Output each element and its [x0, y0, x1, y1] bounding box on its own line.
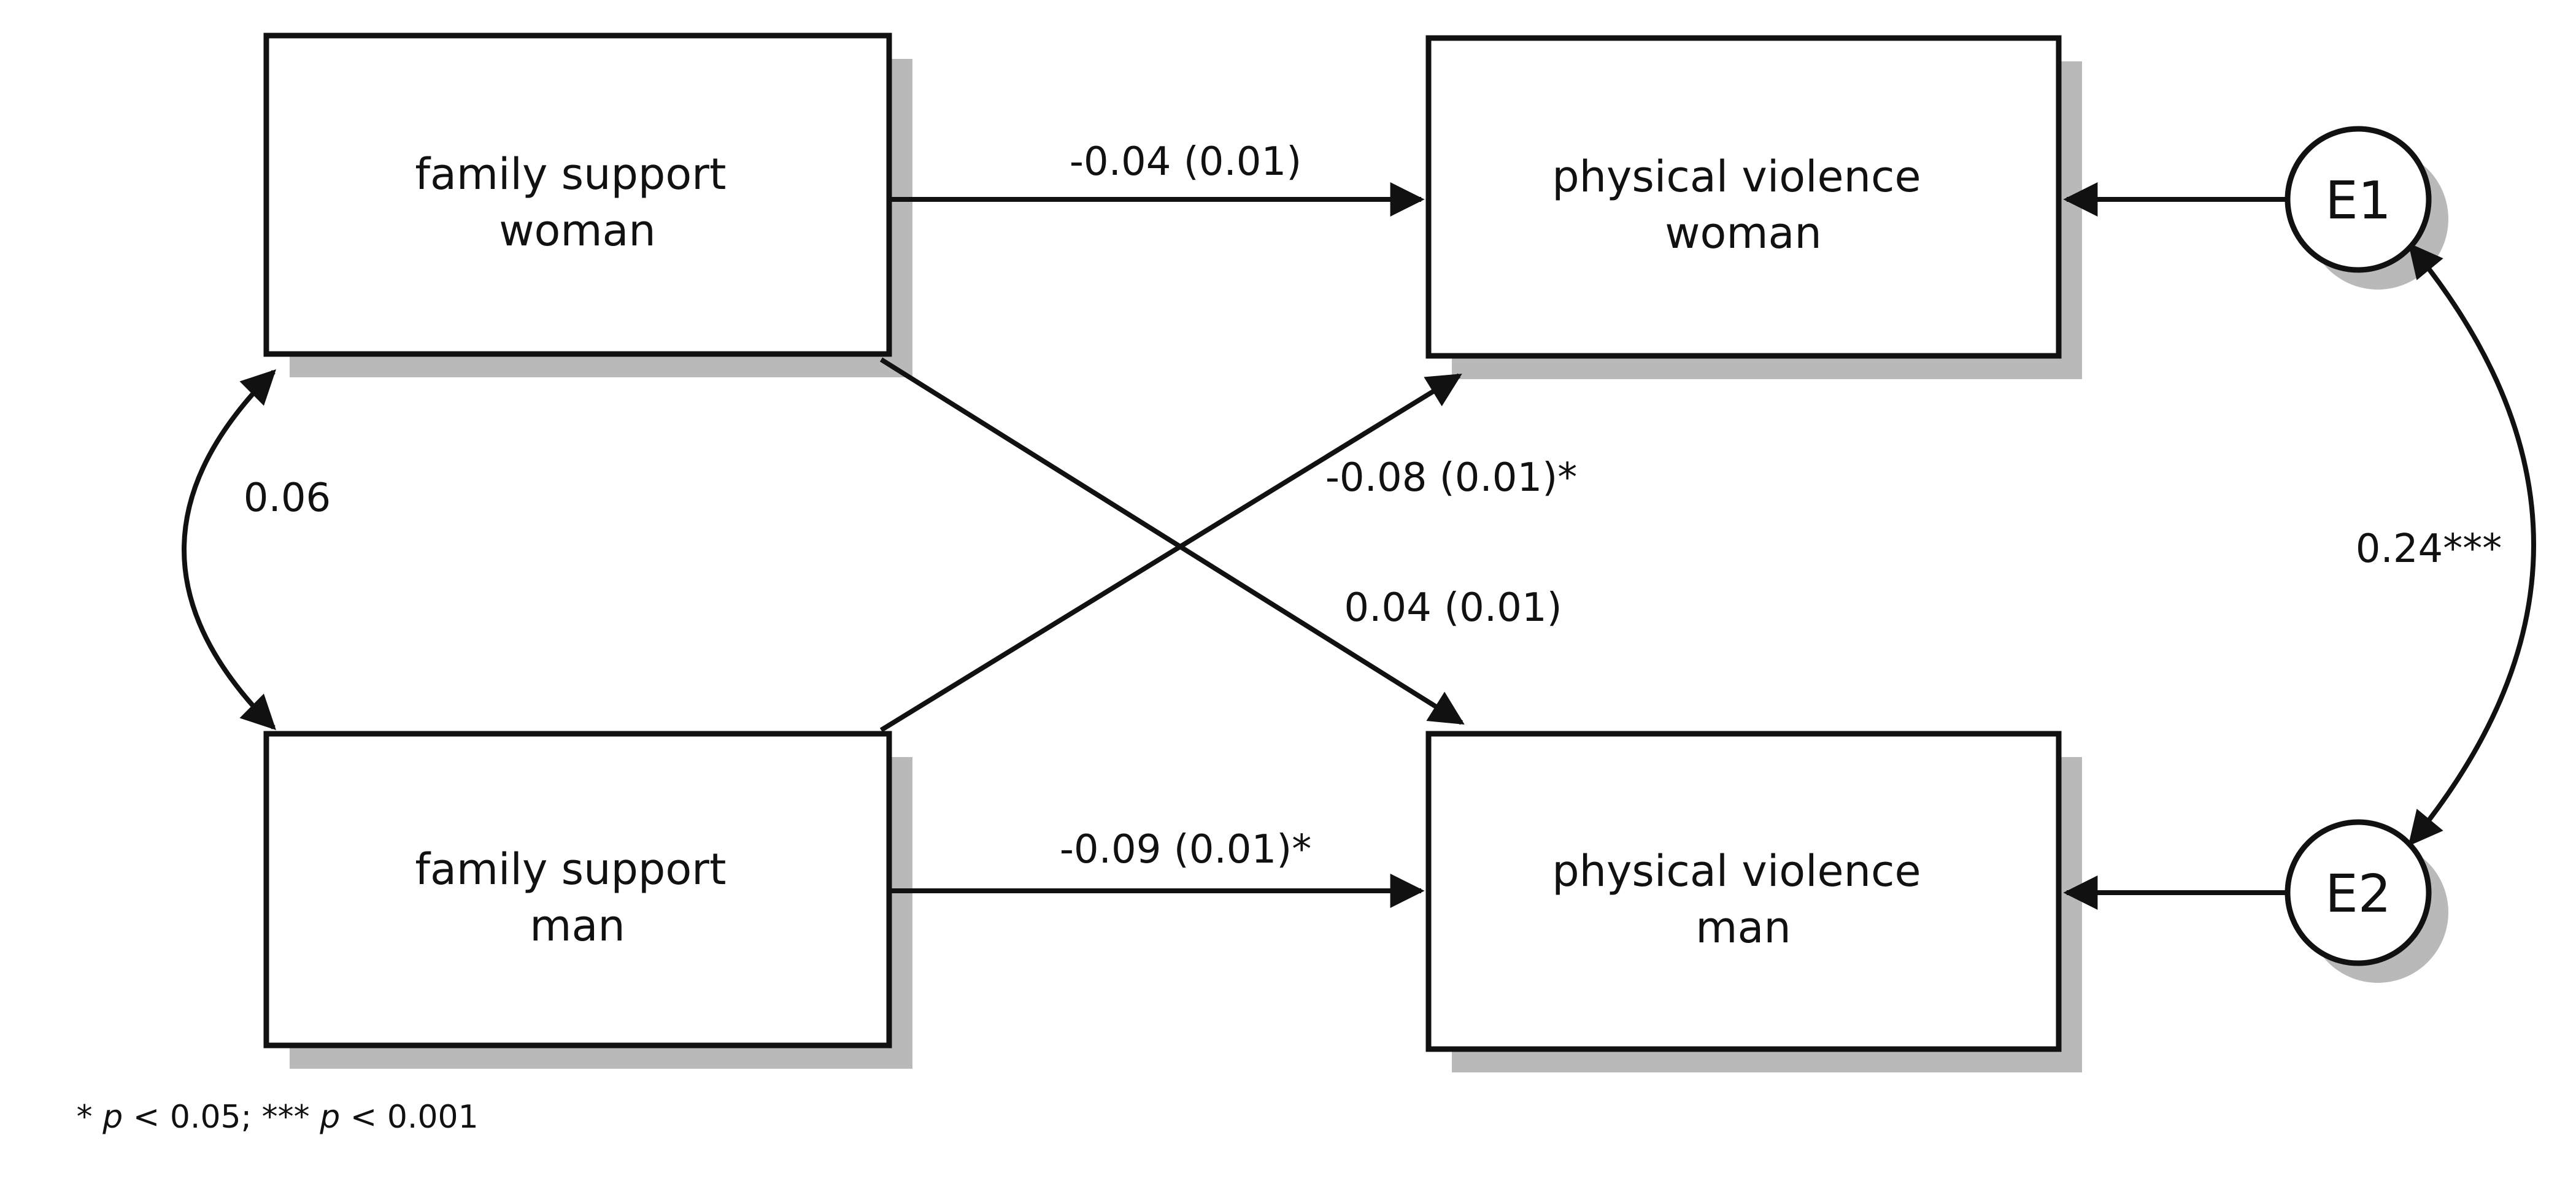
covariance-arrow-e1-e2 — [2408, 242, 2536, 847]
e2-label: E2 — [2325, 864, 2391, 925]
physical-violence-woman-box — [1425, 35, 2062, 359]
physical-violence-man-box — [1425, 731, 2062, 1052]
covariance-label-family-support: 0.06 — [244, 475, 331, 521]
family-support-man-label: family support man — [415, 844, 739, 951]
e1-label: E1 — [2325, 171, 2391, 231]
covariance-arrow-family-support — [182, 369, 276, 730]
family-support-woman-box — [263, 33, 892, 357]
coefficient-fsw-to-pvm: 0.04 (0.01) — [1344, 585, 1562, 631]
coefficient-fsw-to-pvw: -0.04 (0.01) — [1070, 139, 1301, 185]
coefficient-fsm-to-pvm: -0.09 (0.01)* — [1060, 827, 1311, 872]
node-e2: E2 — [2285, 819, 2432, 966]
coefficient-fsm-to-pvw: -0.08 (0.01)* — [1325, 455, 1577, 501]
e2-circle — [2285, 819, 2432, 966]
e1-circle — [2285, 126, 2432, 273]
path-arrow-fsm-to-pvw — [879, 373, 1462, 733]
physical-violence-man-label: physical violence man — [1552, 846, 1935, 953]
node-physical-violence-woman: physical violence woman — [1425, 35, 2062, 359]
node-family-support-man: family support man — [263, 731, 892, 1048]
covariance-label-e1-e2: 0.24*** — [2356, 526, 2502, 572]
family-support-man-box — [263, 731, 892, 1048]
node-e1: E1 — [2285, 126, 2432, 273]
family-support-woman-label: family support woman — [415, 149, 739, 256]
physical-violence-woman-label: physical violence woman — [1552, 152, 1935, 258]
node-physical-violence-man: physical violence man — [1425, 731, 2062, 1052]
path-arrow-fsw-to-pvm — [879, 357, 1465, 725]
node-family-support-woman: family support woman — [263, 33, 892, 357]
significance-footnote: * p < 0.05; *** p < 0.001 — [26, 1099, 509, 1136]
